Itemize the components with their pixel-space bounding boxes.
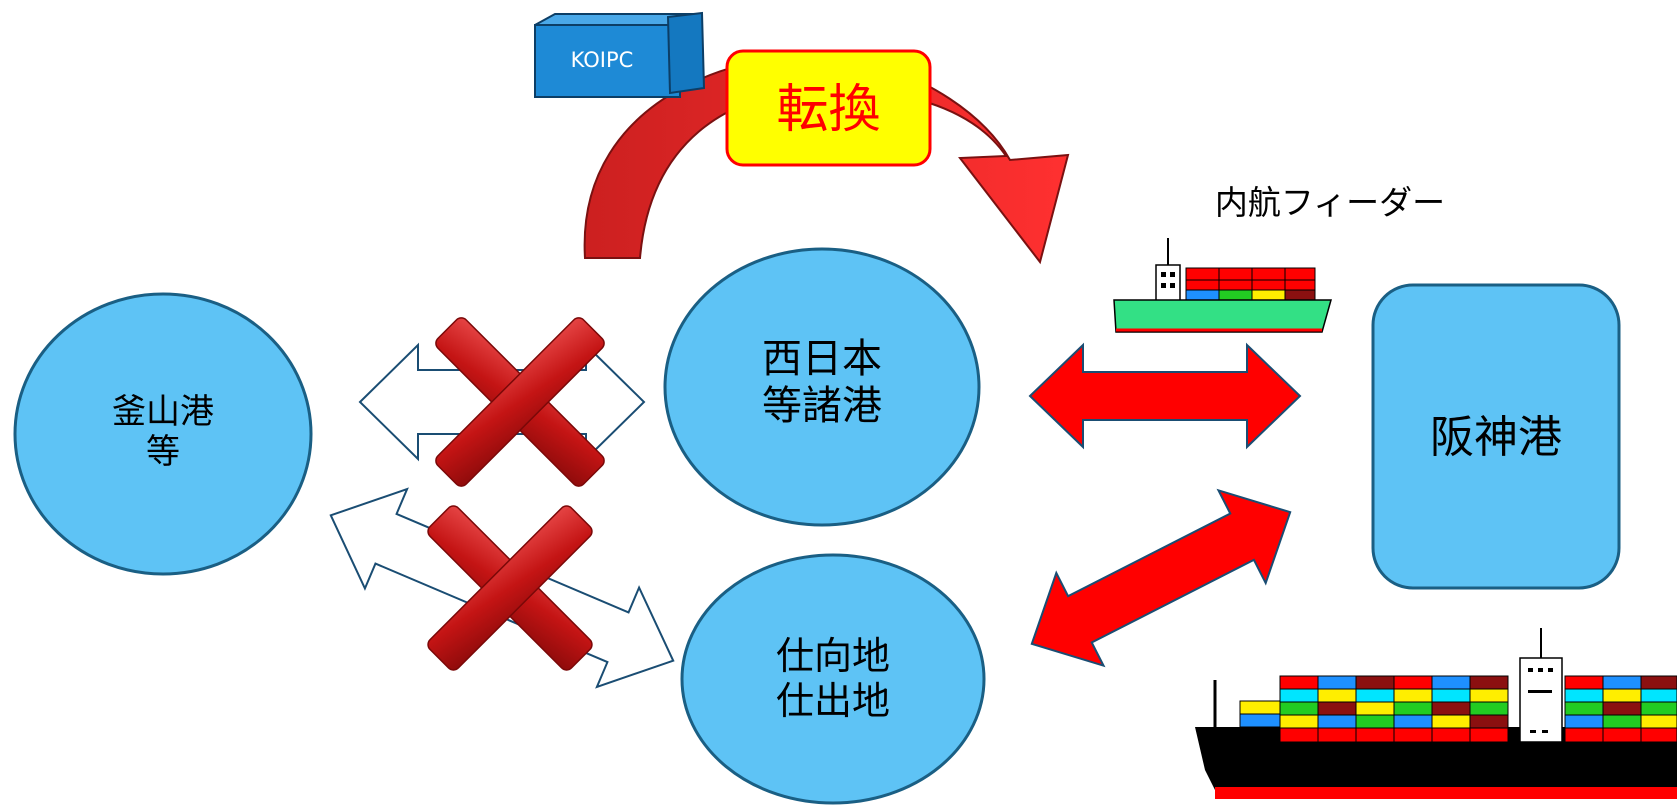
- conversion-box: [725, 49, 932, 167]
- feeder-ship-icon: [1113, 238, 1332, 333]
- red-arrow-west-japan-hanshin: [1028, 342, 1302, 450]
- red-arrow-origin-hanshin: [1030, 488, 1292, 668]
- koipc-container: [534, 11, 706, 98]
- node-west-japan: [663, 247, 981, 527]
- node-busan: [13, 292, 313, 576]
- node-hanshin: [1371, 283, 1621, 590]
- cross-mark-top: [435, 317, 605, 487]
- cross-mark-bottom: [427, 505, 593, 671]
- container-ship-icon: [1195, 628, 1677, 799]
- node-origin-dest: [680, 553, 986, 805]
